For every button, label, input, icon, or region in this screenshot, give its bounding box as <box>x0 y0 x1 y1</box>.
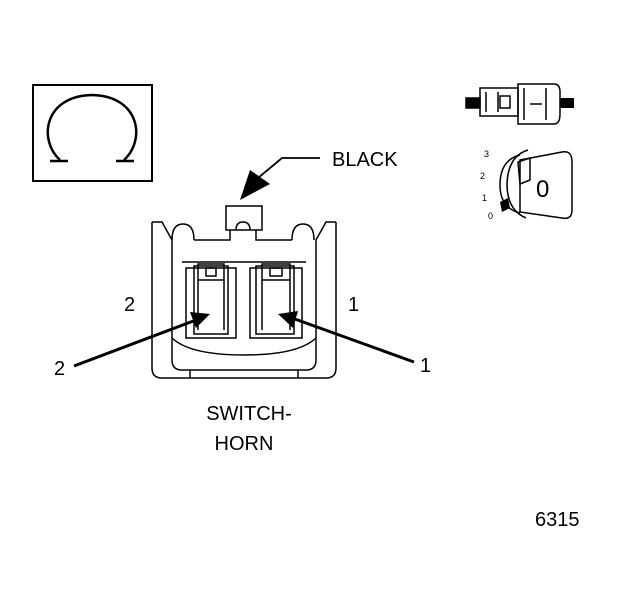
cavity-2-pointer-label: 2 <box>54 358 66 380</box>
key-dial-icon <box>499 149 573 220</box>
key-dial-tick-2: 2 <box>480 171 486 181</box>
black-label-leader <box>240 157 320 200</box>
connector-side-view-icon <box>465 83 574 125</box>
cavity-1-body-label: 1 <box>348 294 360 316</box>
connector-name-line-2: HORN <box>214 433 274 455</box>
horn-switch-connector <box>151 205 337 379</box>
cavity-2-body-label: 2 <box>124 294 136 316</box>
wire-color-label: BLACK <box>332 149 398 171</box>
figure-number: 6315 <box>535 509 580 531</box>
cavity-2-leader <box>73 312 210 368</box>
cavity-1-leader <box>278 311 415 364</box>
key-dial-tick-1: 1 <box>482 193 488 203</box>
key-dial-tick-3: 3 <box>484 149 490 159</box>
omega-symbol-icon <box>32 84 153 182</box>
key-dial-tick-0: 0 <box>488 211 494 221</box>
cavity-1-pointer-label: 1 <box>420 355 432 377</box>
connector-name-line-1: SWITCH- <box>206 403 292 425</box>
key-face-label: 0 <box>536 176 550 203</box>
